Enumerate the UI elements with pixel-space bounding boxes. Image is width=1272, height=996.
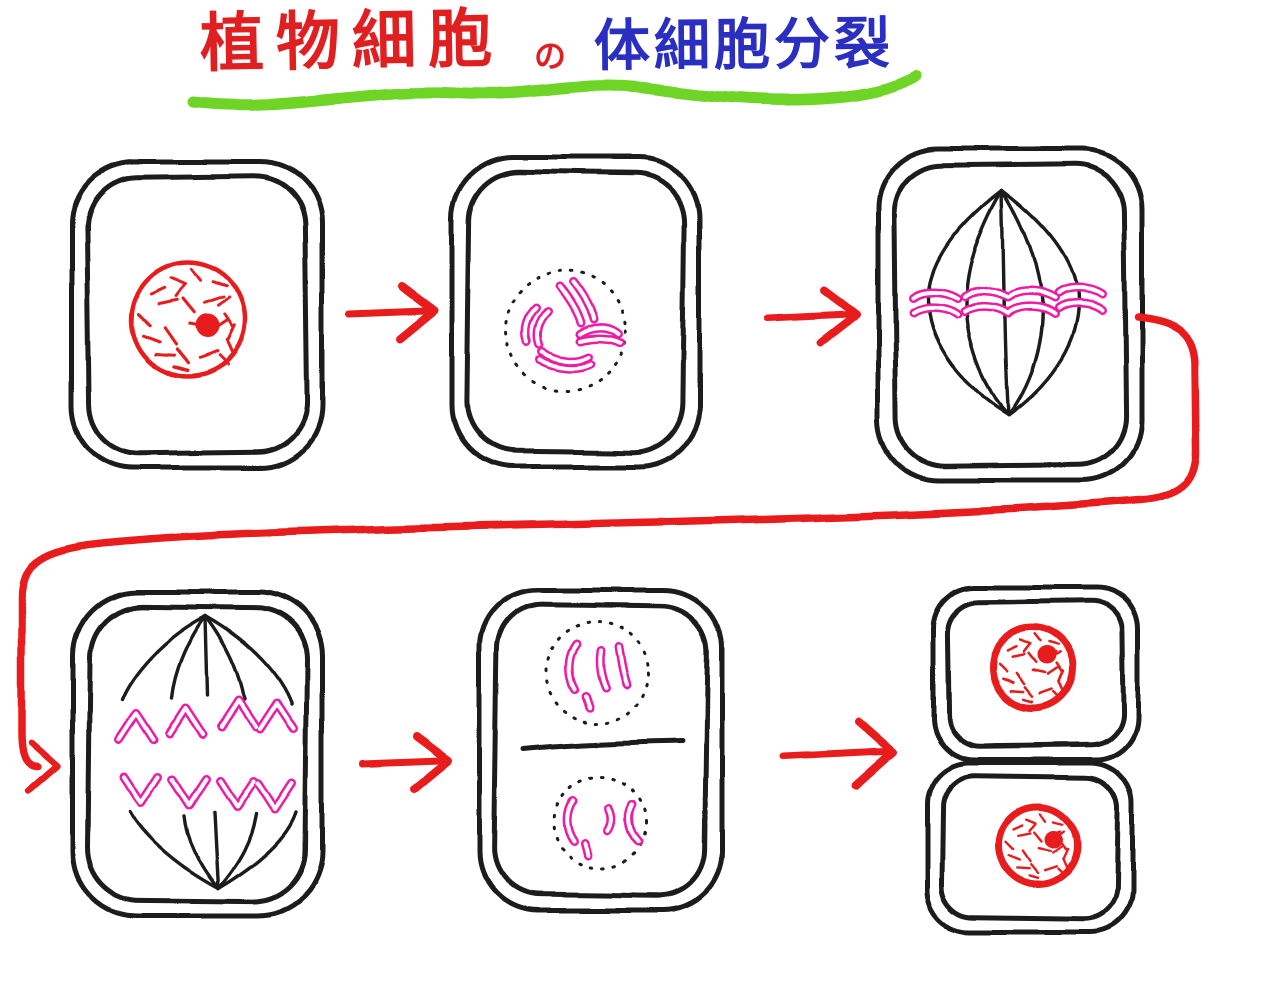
telophase-bottom-envelope-dotted bbox=[552, 774, 648, 870]
telophase-top-envelope-dotted bbox=[544, 619, 650, 725]
prophase-nuclear-envelope-dotted bbox=[504, 269, 628, 393]
anaphase-spindle bbox=[120, 614, 298, 890]
title-particle-text: の bbox=[534, 37, 567, 75]
cell-interphase-wall bbox=[69, 159, 325, 471]
arrow-metaphase-to-anaphase-connector-icon bbox=[18, 314, 1200, 795]
daughter-top-nucleus bbox=[988, 623, 1078, 713]
interphase-nucleolus bbox=[195, 314, 219, 338]
nucleoli bbox=[195, 314, 1063, 849]
daughter-top-nucleolus bbox=[1038, 646, 1058, 666]
arrow-telophase-to-daughters-icon bbox=[779, 718, 898, 790]
red-ink bbox=[18, 259, 1200, 889]
arrow-anaphase-to-telophase-icon bbox=[359, 732, 452, 792]
cell-plate-line bbox=[521, 738, 685, 752]
title-underline bbox=[187, 70, 922, 111]
cell-metaphase-wall bbox=[875, 146, 1145, 483]
daughter-cell-top-wall bbox=[930, 584, 1141, 762]
cell-anaphase-wall bbox=[70, 589, 325, 919]
arrow-interphase-to-prophase-icon bbox=[346, 282, 438, 342]
daughter-cell-bottom-wall bbox=[924, 759, 1135, 935]
daughter-bottom-nucleus bbox=[995, 803, 1081, 889]
interphase-nucleus bbox=[128, 259, 248, 379]
cell-prophase-wall bbox=[449, 154, 703, 470]
daughter-bottom-nucleolus bbox=[1045, 831, 1063, 849]
cell-telophase-wall bbox=[477, 587, 725, 913]
arrow-prophase-to-metaphase-icon bbox=[764, 286, 860, 346]
cell-walls-and-spindles bbox=[69, 146, 1145, 935]
